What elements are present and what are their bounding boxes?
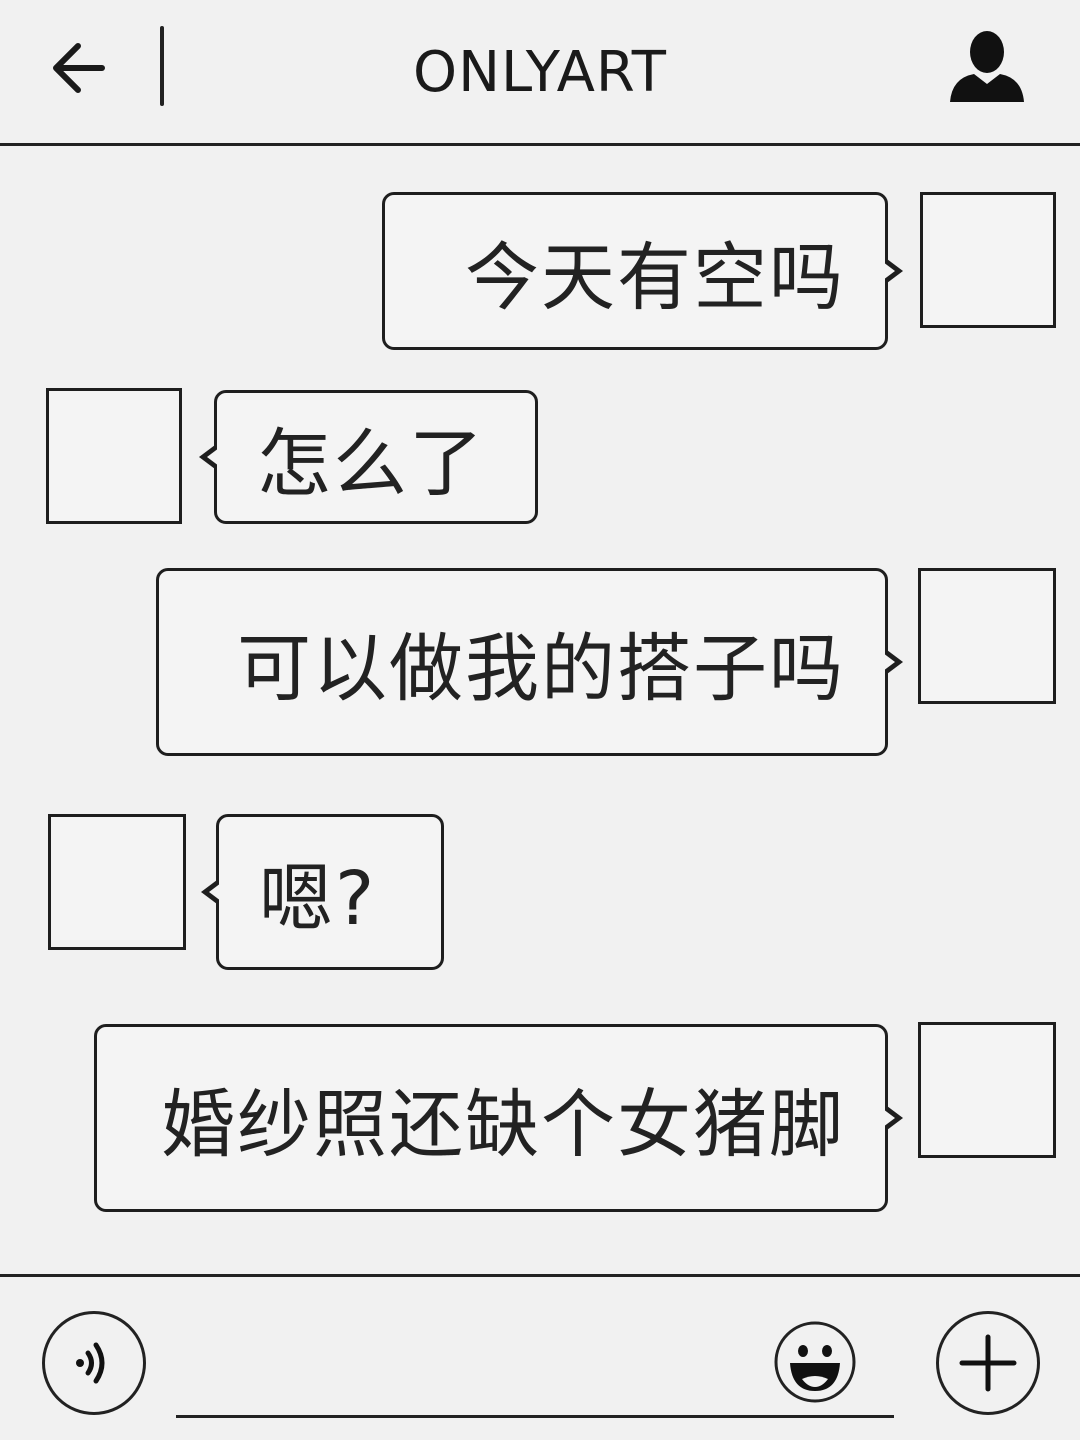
bubble-tail <box>201 880 221 904</box>
message-bubble: 嗯? <box>201 814 444 970</box>
voice-button[interactable] <box>42 1311 146 1415</box>
my-avatar[interactable] <box>920 192 1056 328</box>
emoji-button[interactable] <box>772 1319 858 1405</box>
header-divider <box>160 26 164 106</box>
voice-icon <box>76 1342 105 1384</box>
message-bubble: 可以做我的搭子吗 <box>156 568 903 756</box>
message-bubble: 怎么了 <box>199 390 538 524</box>
bubble-tail <box>199 445 219 469</box>
my-avatar[interactable] <box>918 1022 1056 1158</box>
message-text: 可以做我的搭子吗 <box>237 625 845 712</box>
back-button[interactable] <box>44 30 124 106</box>
message-input[interactable] <box>176 1415 894 1418</box>
bubble-tail <box>883 259 903 283</box>
profile-button[interactable] <box>944 24 1030 110</box>
contact-avatar[interactable] <box>46 388 182 524</box>
smiley-icon <box>774 1321 856 1403</box>
bubble-tail <box>883 1106 903 1130</box>
app-title: ONLYART <box>413 40 667 105</box>
bubble-tail <box>883 650 903 674</box>
message-text: 嗯? <box>259 855 377 942</box>
contact-avatar[interactable] <box>48 814 186 950</box>
message-text: 怎么了 <box>257 420 485 507</box>
arrow-left-icon <box>53 43 105 93</box>
user-silhouette-icon <box>950 31 1024 102</box>
plus-icon <box>959 1334 1017 1392</box>
message-bubble: 今天有空吗 <box>382 192 903 350</box>
message-text: 今天有空吗 <box>465 234 845 321</box>
input-bar <box>0 1274 1080 1440</box>
my-avatar[interactable] <box>918 568 1056 704</box>
top-bar: ONLYART <box>0 0 1080 146</box>
message-bubble: 婚纱照还缺个女猪脚 <box>94 1024 903 1212</box>
add-button[interactable] <box>936 1311 1040 1415</box>
message-text: 婚纱照还缺个女猪脚 <box>161 1081 845 1168</box>
